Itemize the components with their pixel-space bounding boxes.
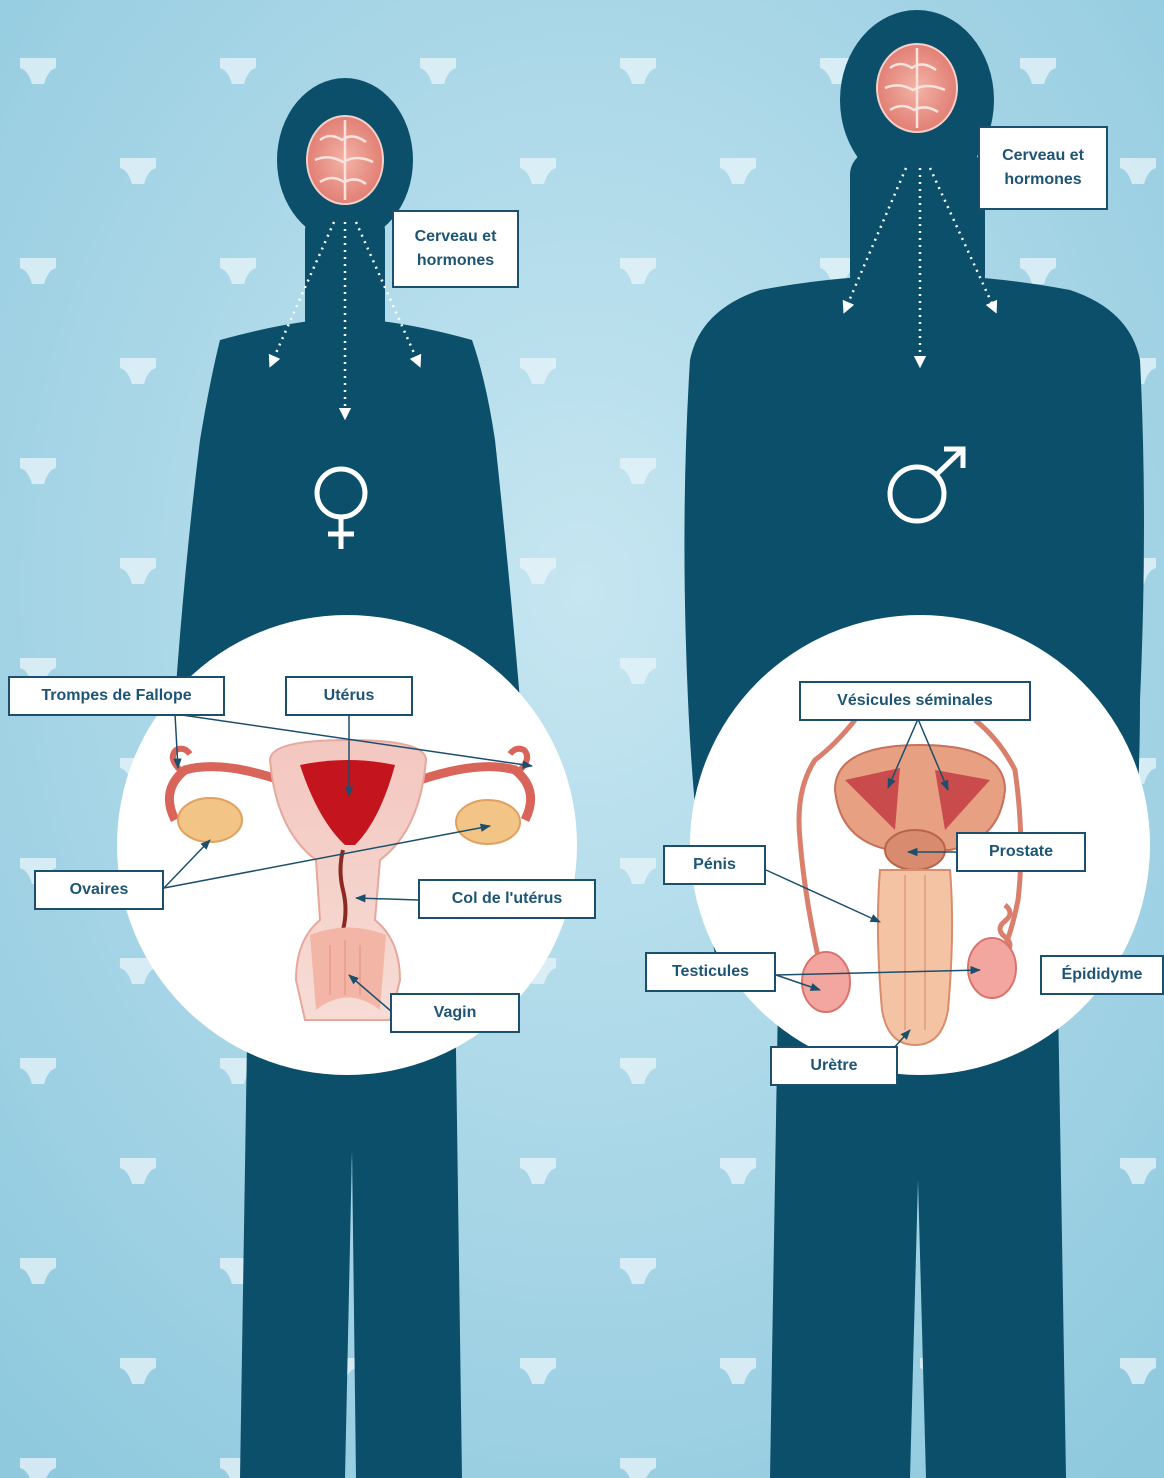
female-brain-hormones-label: Cerveau et hormones	[392, 210, 519, 288]
epididymis-label: Épididyme	[1040, 955, 1164, 995]
prostate-label: Prostate	[956, 832, 1086, 872]
male-brain-hormones-line1: Cerveau et	[1002, 144, 1084, 168]
female-brain-hormones-line1: Cerveau et	[415, 225, 497, 249]
uterus-label: Utérus	[285, 676, 413, 716]
penis-label: Pénis	[663, 845, 766, 885]
fallopian-tubes-label: Trompes de Fallope	[8, 676, 225, 716]
male-brain-hormones-label: Cerveau et hormones	[978, 126, 1108, 210]
ovaries-label: Ovaires	[34, 870, 164, 910]
male-brain-hormones-line2: hormones	[1004, 168, 1081, 192]
female-brain-hormones-line2: hormones	[417, 249, 494, 273]
cervix-label: Col de l'utérus	[418, 879, 596, 919]
seminal-vesicles-label: Vésicules séminales	[799, 681, 1031, 721]
testicles-label: Testicules	[645, 952, 776, 992]
male-brain-icon	[877, 44, 957, 132]
urethra-label: Urètre	[770, 1046, 898, 1086]
vagina-label: Vagin	[390, 993, 520, 1033]
female-brain-icon	[307, 116, 383, 204]
